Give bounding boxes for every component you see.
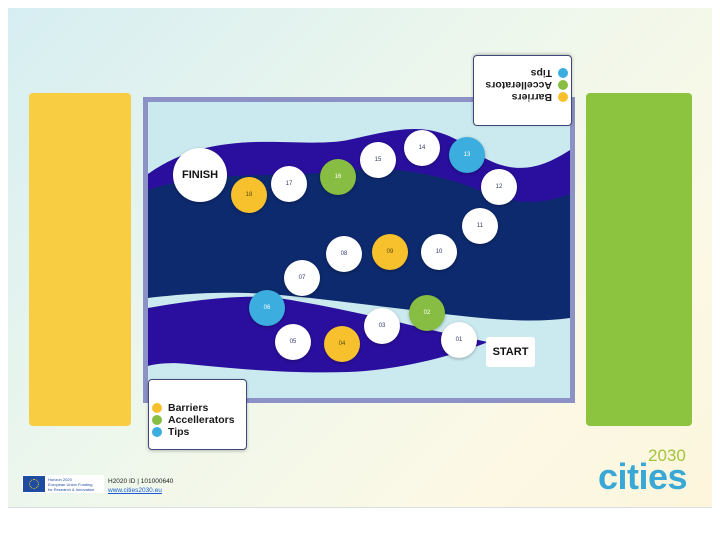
- legend-label: Barriers: [511, 91, 552, 103]
- legend-upside-down: Barriers Accellerators Tips: [473, 55, 572, 126]
- start-spot[interactable]: START: [486, 337, 535, 367]
- eu-horizon-logo: Horizon 2020 European Union Funding for …: [22, 475, 104, 493]
- board-spot-14[interactable]: 14: [404, 130, 440, 166]
- board-spot-08[interactable]: 08: [326, 236, 362, 272]
- legend-label: Barriers: [168, 402, 209, 414]
- board-spot-16-accelerator[interactable]: 16: [320, 159, 356, 195]
- finish-spot[interactable]: FINISH: [173, 148, 227, 202]
- legend-item-accelerators: Accellerators: [485, 79, 568, 91]
- legend-label: Tips: [530, 67, 552, 79]
- grant-info: H2020 ID | 101000640 www.cities2030.eu: [108, 477, 173, 495]
- barriers-card-deck[interactable]: [29, 93, 131, 426]
- accelerators-card-deck[interactable]: [586, 93, 692, 426]
- board-spot-18-barrier[interactable]: 18: [231, 177, 267, 213]
- legend-item-tips: Tips: [152, 426, 235, 438]
- footer-divider: [8, 507, 712, 508]
- legend-item-accelerators: Accellerators: [152, 414, 235, 426]
- legend-label: Tips: [168, 426, 190, 438]
- eu-flag-icon: [23, 476, 45, 492]
- cities2030-logo: cities 2030: [598, 444, 698, 497]
- board-spot-10[interactable]: 10: [421, 234, 457, 270]
- board-spot-09-barrier[interactable]: 09: [372, 234, 408, 270]
- brand-word: cities: [598, 456, 688, 497]
- legend-list: Barriers Accellerators Tips: [485, 67, 568, 103]
- board-spot-17[interactable]: 17: [271, 166, 307, 202]
- board-spot-13-tip[interactable]: 13: [449, 137, 485, 173]
- tip-dot-icon: [558, 68, 568, 78]
- legend-list: Barriers Accellerators Tips: [152, 402, 235, 438]
- legend-label: Accellerators: [485, 79, 552, 91]
- board-spot-03[interactable]: 03: [364, 308, 400, 344]
- accelerator-dot-icon: [152, 415, 162, 425]
- board-spot-06-tip[interactable]: 06: [249, 290, 285, 326]
- grant-id: H2020 ID | 101000640: [108, 478, 174, 485]
- legend-item-barriers: Barriers: [485, 91, 568, 103]
- brand-year: 2030: [648, 446, 686, 465]
- board-spot-02-accelerator[interactable]: 02: [409, 295, 445, 331]
- board-spot-07[interactable]: 07: [284, 260, 320, 296]
- board-spot-05[interactable]: 05: [275, 324, 311, 360]
- website-link[interactable]: www.cities2030.eu: [108, 487, 162, 494]
- legend-item-barriers: Barriers: [152, 402, 235, 414]
- legend: Barriers Accellerators Tips: [148, 379, 247, 450]
- board-spot-04-barrier[interactable]: 04: [324, 326, 360, 362]
- accelerator-dot-icon: [558, 80, 568, 90]
- legend-item-tips: Tips: [485, 67, 568, 79]
- board-spot-01[interactable]: 01: [441, 322, 477, 358]
- board-spot-15[interactable]: 15: [360, 142, 396, 178]
- board-spot-12[interactable]: 12: [481, 169, 517, 205]
- barrier-dot-icon: [558, 92, 568, 102]
- legend-label: Accellerators: [168, 414, 235, 426]
- board-spot-11[interactable]: 11: [462, 208, 498, 244]
- river-lower-band: [148, 296, 488, 373]
- tip-dot-icon: [152, 427, 162, 437]
- eu-logo-text: Horizon 2020 European Union Funding for …: [48, 476, 95, 492]
- barrier-dot-icon: [152, 403, 162, 413]
